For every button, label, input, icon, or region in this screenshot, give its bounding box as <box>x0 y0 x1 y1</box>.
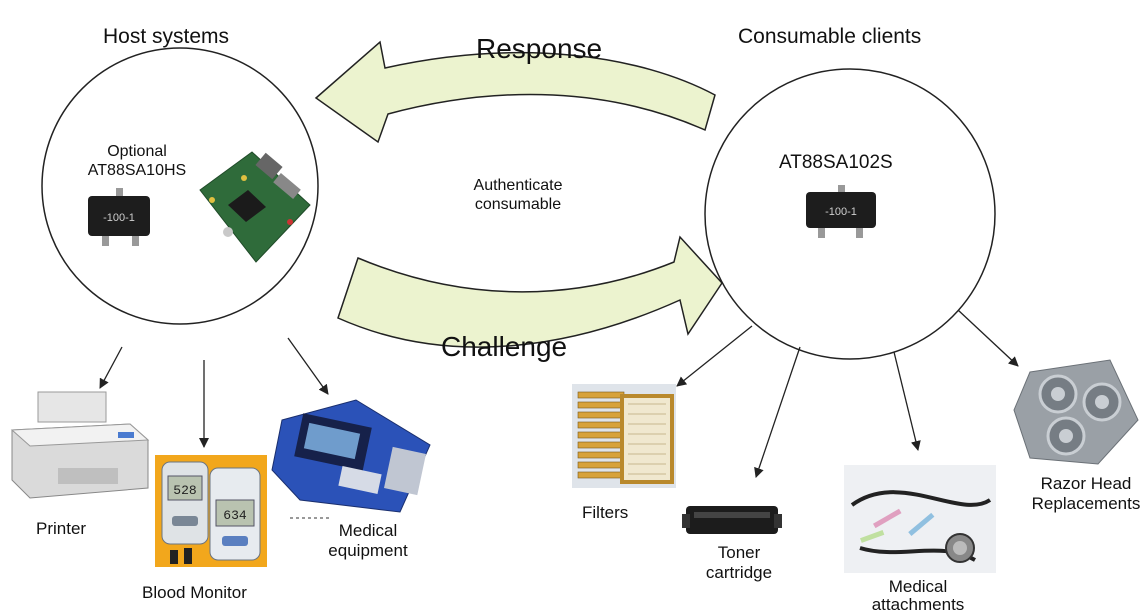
response-arrow <box>314 40 716 144</box>
challenge-label: Challenge <box>441 331 568 362</box>
blood-monitor-reading-2: 634 <box>223 508 247 523</box>
authenticate-label: Authenticate consumable <box>448 176 588 214</box>
blood-monitor-icon: 528 634 <box>155 455 267 567</box>
connector-printer <box>99 346 123 389</box>
toner-line1: Toner <box>717 543 761 562</box>
dev-board-icon <box>199 151 311 263</box>
connector-razor <box>957 309 1019 367</box>
medical-equipment-line1: Medical <box>338 521 398 540</box>
printer-label: Printer <box>36 519 87 538</box>
optional-chip-label: Optional AT88SA10HS <box>72 142 202 180</box>
razor-head-icon <box>1013 359 1139 465</box>
host-title: Host systems <box>103 25 230 48</box>
connector-medical-attachments <box>893 351 921 451</box>
challenge-arrow <box>337 235 723 348</box>
toner-cartridge-icon <box>682 506 782 534</box>
host-circle <box>41 47 319 325</box>
connector-medical-equipment <box>287 337 329 395</box>
razor-line2: Replacements <box>1031 494 1141 514</box>
medical-attachments-line2: attachments <box>871 595 965 615</box>
client-chip-name: AT88SA102S <box>779 152 893 173</box>
medical-equipment-icon <box>271 399 431 519</box>
optional-line1: Optional <box>107 143 167 160</box>
medical-equipment-label: Medical equipment <box>318 521 418 562</box>
blood-monitor-label: Blood Monitor <box>142 583 247 602</box>
authenticate-line1: Authenticate <box>473 177 563 194</box>
blood-monitor-reading-1: 528 <box>173 483 196 498</box>
filters-label: Filters <box>582 503 629 522</box>
toner-line2: cartridge <box>705 563 773 583</box>
razor-label: Razor Head Replacements <box>1030 474 1142 515</box>
optional-line2: AT88SA10HS <box>87 162 187 180</box>
host-chip-icon: -100-1 <box>88 188 150 246</box>
connector-filters <box>676 325 753 387</box>
printer-icon <box>10 391 150 499</box>
toner-label: Toner cartridge <box>694 543 784 584</box>
client-chip-icon: -100-1 <box>806 185 876 238</box>
medical-attachments-label: Medical attachments <box>858 577 978 616</box>
client-title: Consumable clients <box>738 25 922 48</box>
connector-toner <box>754 346 801 478</box>
authenticate-line2: consumable <box>474 196 562 214</box>
response-label: Response <box>476 33 603 64</box>
client-chip-marking: -100-1 <box>825 206 857 218</box>
filters-icon <box>572 384 676 488</box>
medical-attachments-line1: Medical <box>888 577 948 596</box>
host-chip-marking: -100-1 <box>103 212 135 224</box>
razor-line1: Razor Head <box>1040 474 1132 493</box>
medical-equipment-line2: equipment <box>328 541 408 561</box>
medical-attachments-icon <box>844 465 996 573</box>
